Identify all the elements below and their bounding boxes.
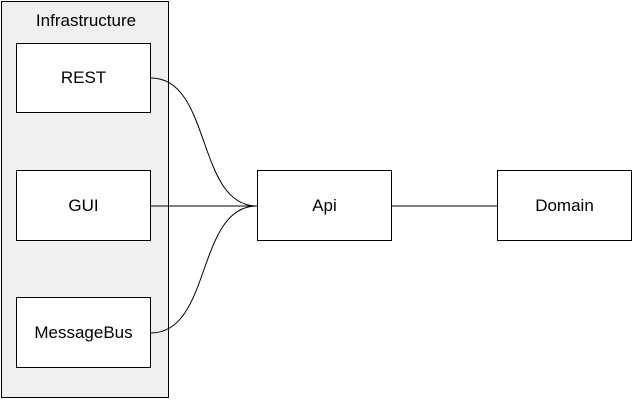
api-node-label: Api xyxy=(312,195,337,215)
api-node: Api xyxy=(257,170,392,241)
edge-messagebus-to-api xyxy=(150,205,258,334)
messagebus-node-label: MessageBus xyxy=(34,322,133,342)
edge-rest-to-api xyxy=(150,77,258,207)
domain-node-label: Domain xyxy=(535,195,594,215)
infrastructure-group-title: Infrastructure xyxy=(35,11,137,30)
domain-node: Domain xyxy=(497,170,632,241)
rest-node-label: REST xyxy=(60,68,107,87)
messagebus-node: MessageBus xyxy=(16,297,151,368)
gui-node: GUI xyxy=(16,170,151,241)
rest-node: REST xyxy=(16,43,151,113)
gui-node-label: GUI xyxy=(68,195,99,215)
